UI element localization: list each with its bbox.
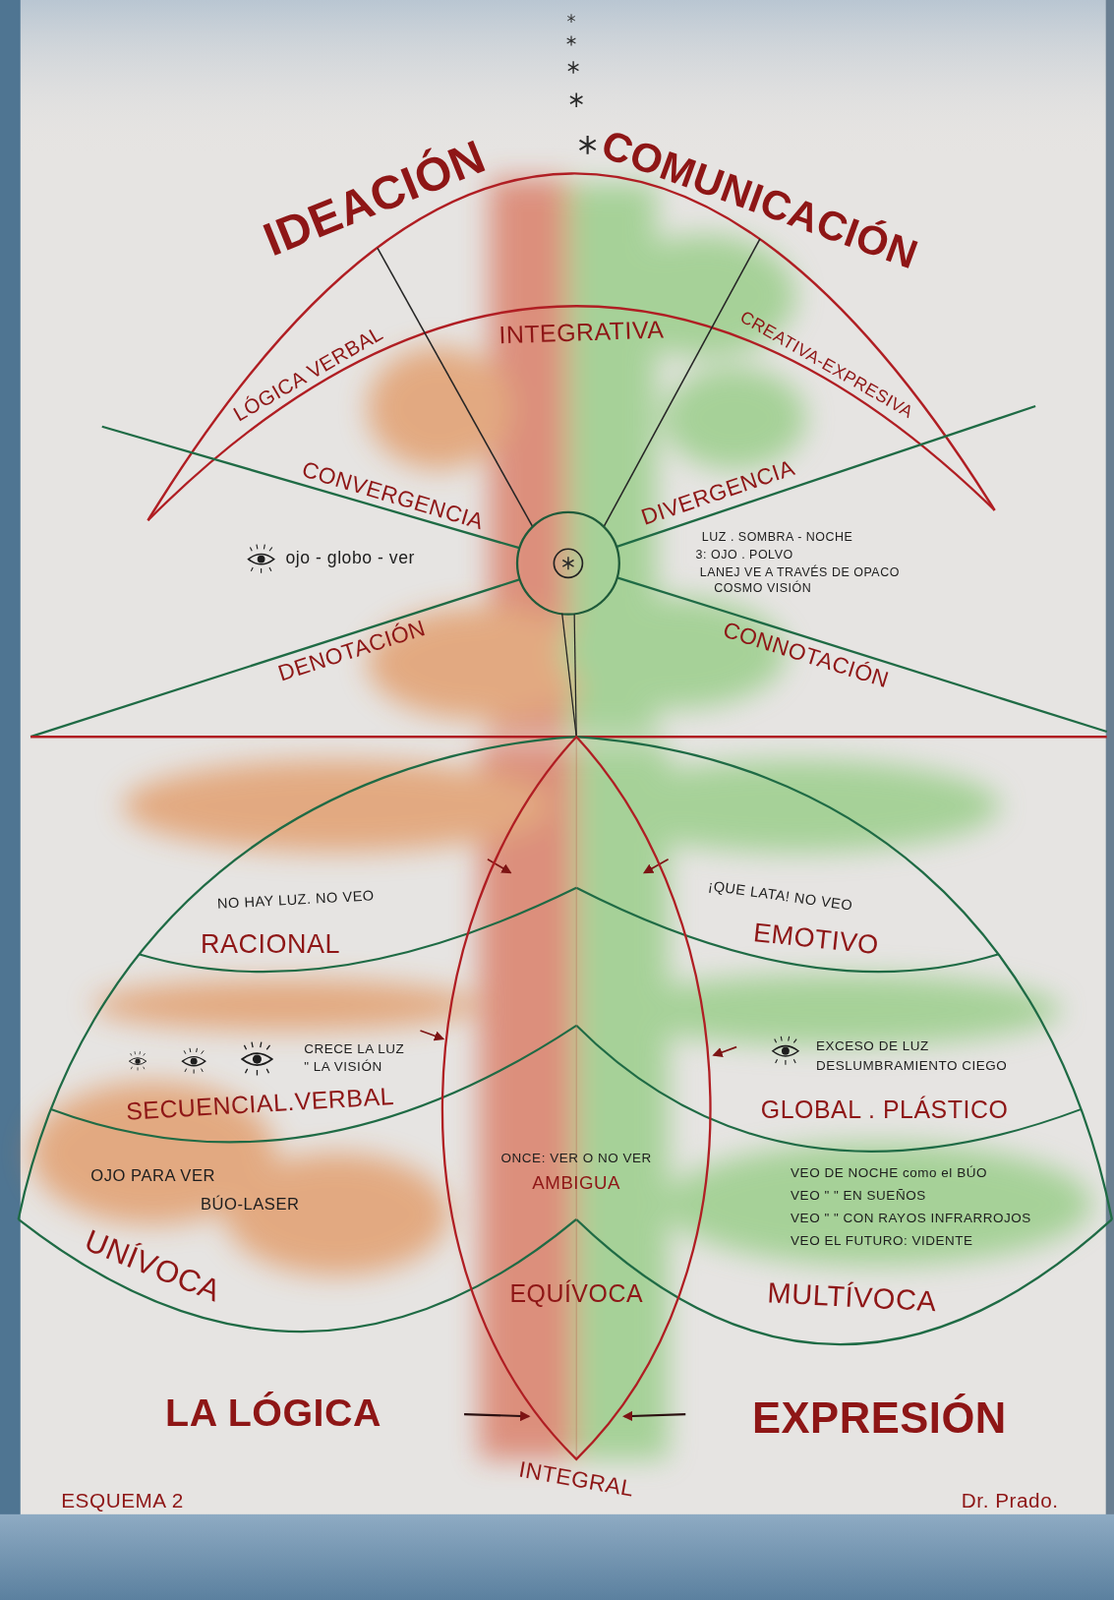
bottom-curve — [18, 1219, 578, 1332]
star-symbol — [567, 13, 575, 23]
centre-circle — [517, 512, 620, 615]
outer-curve — [576, 736, 1113, 1220]
diagram-label: INTEGRATIVA — [498, 316, 665, 350]
diagram-label: BÚO-LASER — [200, 1194, 300, 1213]
pointer-arrow — [419, 1030, 443, 1039]
diagram-label: VEO DE NOCHE como el BÚO — [790, 1166, 988, 1181]
lens-outline — [438, 732, 714, 1464]
pointer-arrow — [644, 859, 669, 873]
paper-shade — [0, 0, 1114, 154]
pastel-orange — [122, 760, 552, 852]
pointer-arrow — [713, 1047, 737, 1056]
eye-icon — [128, 1051, 146, 1070]
diagram-label: VEO " " CON RAYOS INFRARROJOS — [790, 1211, 1032, 1227]
outer-curve — [18, 736, 578, 1220]
lens-outline-path — [442, 736, 711, 1460]
bottom-curve — [576, 1219, 1113, 1345]
diagram-label: CRECE LA LUZ — [303, 1041, 405, 1056]
eye-icon — [248, 544, 275, 574]
band-line — [138, 887, 577, 972]
star-symbol — [580, 135, 596, 155]
star-symbol — [568, 60, 580, 73]
lens-text: AMBIGUA — [531, 1172, 621, 1194]
diagram-label: Dr. Prado. — [961, 1488, 1059, 1512]
diagram-label: DESLUMBRAMIENTO CIEGO — [816, 1058, 1007, 1074]
pastel-green — [591, 760, 1000, 852]
stem-line — [562, 613, 578, 738]
diagram-label: VEO " " EN SUEÑOS — [790, 1188, 927, 1204]
star-symbol — [562, 556, 574, 570]
pointer-arrow — [624, 1413, 686, 1416]
pastel-orange — [91, 979, 479, 1031]
star-symbol — [567, 35, 577, 46]
diagram-label: GLOBAL . PLÁSTICO — [761, 1096, 1008, 1123]
mid-line — [576, 736, 578, 1460]
diagram-label: RACIONAL — [200, 929, 341, 959]
pastel-orange — [367, 347, 511, 470]
pastel-green — [561, 596, 786, 709]
ray-line — [617, 577, 1108, 732]
star-symbol — [570, 92, 583, 108]
diagram-label: COSMO VISIÓN — [713, 582, 812, 596]
eye-icon — [241, 1042, 273, 1076]
lens-text: EQUÍVOCA — [509, 1280, 644, 1307]
pastel-green — [612, 974, 1062, 1047]
pastel-red — [479, 744, 578, 1459]
inner-arc — [147, 305, 995, 521]
diagram-label: " LA VISIÓN — [303, 1059, 382, 1075]
stem-line — [574, 614, 577, 738]
diagram-label: LA LÓGICA — [165, 1391, 382, 1434]
lens-shape: ONCE: VER O NO VERAMBIGUAEQUÍVOCAINTEGRA… — [438, 732, 714, 1464]
diagram-label: ESQUEMA 2 — [60, 1488, 184, 1512]
ray-line — [30, 579, 520, 737]
pastel-orange — [224, 1153, 449, 1277]
right-edge-band — [1106, 0, 1114, 1600]
diagram-label: VEO EL FUTURO: VIDENTE — [790, 1232, 974, 1248]
band-line — [576, 1025, 1082, 1152]
diagram-label: ojo - globo - ver — [286, 549, 415, 569]
band-line — [51, 1025, 577, 1143]
centre-pupil — [553, 548, 583, 578]
eye-icon — [182, 1048, 206, 1074]
ray-line — [102, 426, 520, 548]
lens-text: ONCE: VER O NO VER — [501, 1150, 652, 1166]
left-edge-band — [0, 0, 21, 1600]
diagram-label: LANEJ VE A TRAVÉS DE OPACO — [700, 565, 900, 580]
diagram-label: EXCESO DE LUZ — [816, 1038, 930, 1054]
ray-line — [616, 406, 1036, 547]
diagram-label: 3: OJO . POLVO — [696, 548, 794, 563]
pastel-green — [662, 1142, 1092, 1266]
pointer-arrow — [464, 1413, 528, 1416]
diagram-label: OJO PARA VER — [90, 1166, 216, 1184]
bottom-edge-band — [0, 1514, 1114, 1600]
pastel-green — [662, 367, 806, 470]
diagram-label: LUZ . SOMBRA - NOCHE — [702, 530, 854, 545]
pastel-colouring — [30, 178, 1092, 1460]
eye-icon — [772, 1036, 799, 1065]
diagram-label: EXPRESIÓN — [752, 1394, 1007, 1442]
